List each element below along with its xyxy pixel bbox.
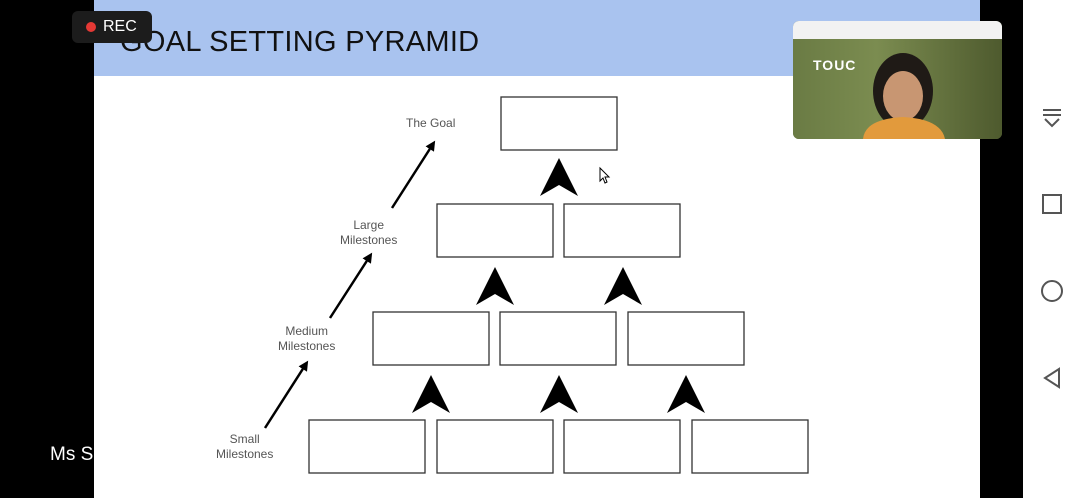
small-milestone-box: [563, 419, 681, 474]
back-icon[interactable]: [1037, 363, 1067, 393]
small-milestone-box: [308, 419, 426, 474]
small-milestones-label: Small Milestones: [216, 432, 274, 461]
large-milestone-box: [563, 203, 681, 258]
goal-label: The Goal: [406, 116, 456, 130]
up-arrowhead-icon: [476, 267, 514, 305]
collapse-icon[interactable]: [1037, 102, 1067, 132]
up-arrowhead-icon: [604, 267, 642, 305]
medium-milestones-label: Medium Milestones: [278, 324, 336, 353]
medium-milestone-box: [627, 311, 745, 366]
pyramid-diagram: [263, 96, 809, 474]
record-dot-icon: [86, 22, 96, 32]
medium-milestone-box: [372, 311, 490, 366]
large-milestones-label: Large Milestones: [340, 218, 398, 247]
small-milestone-box: [436, 419, 554, 474]
home-icon[interactable]: [1037, 276, 1067, 306]
video-sign-text: TOUC: [813, 57, 857, 73]
mouse-pointer-icon: [599, 166, 611, 184]
speaker-video-thumbnail[interactable]: TOUC: [793, 21, 1002, 139]
android-nav-bar: [1023, 0, 1080, 498]
medium-milestone-box: [499, 311, 617, 366]
up-arrowhead-icon: [540, 158, 578, 196]
speaker-avatar: [863, 53, 945, 139]
recording-label: REC: [103, 18, 137, 35]
progress-arrow: [263, 360, 309, 429]
large-milestone-box: [436, 203, 554, 258]
progress-arrow: [328, 252, 373, 319]
recents-icon[interactable]: [1037, 189, 1067, 219]
up-arrowhead-icon: [412, 375, 450, 413]
progress-arrow: [390, 140, 436, 209]
participant-name: Ms S: [50, 444, 94, 465]
small-milestone-box: [691, 419, 809, 474]
goal-box: [500, 96, 618, 151]
slide-title: GOAL SETTING PYRAMID: [120, 26, 480, 58]
recording-indicator: REC: [72, 11, 152, 43]
up-arrowhead-icon: [540, 375, 578, 413]
up-arrowhead-icon: [667, 375, 705, 413]
video-logo-banner: [793, 21, 1002, 39]
